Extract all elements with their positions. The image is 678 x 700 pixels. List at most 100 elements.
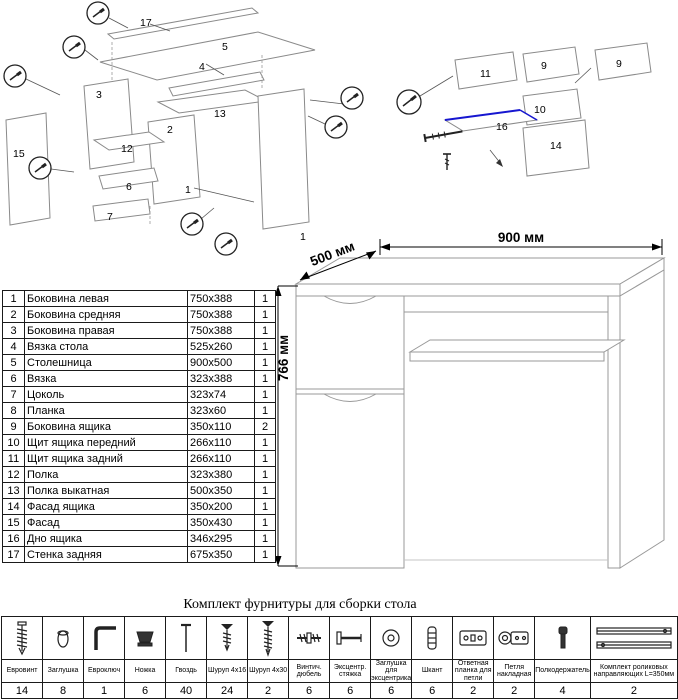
- part-label: 1: [185, 184, 191, 196]
- panel-side-right: [257, 88, 310, 230]
- part-size: 266x110: [187, 450, 255, 467]
- part-size: 323x74: [187, 386, 255, 403]
- hardware-label: Комплект роликовых направляющих L=350мм: [589, 658, 678, 684]
- hardware-icon-cell: [165, 616, 208, 660]
- part-label: 2: [167, 124, 173, 136]
- dim-height-label: 766 мм: [276, 335, 291, 381]
- part-qty: 1: [254, 386, 276, 403]
- part-name: Стенка задняя: [24, 546, 188, 563]
- part-num: 9: [2, 418, 25, 435]
- hardware-label: Гвоздь: [165, 658, 208, 684]
- part-size: 525x260: [187, 338, 255, 355]
- hardware-icon-cell: [493, 616, 536, 660]
- hardware-qty: 2: [589, 682, 678, 700]
- hardware-qty: 6: [370, 682, 413, 700]
- hardware-qty: 6: [124, 682, 167, 700]
- hardware-qty: 6: [329, 682, 372, 700]
- panel-tie: [98, 167, 159, 190]
- hardware-label: Евроключ: [83, 658, 126, 684]
- part-label: 3: [96, 89, 102, 101]
- hardware-label: Евровинт: [0, 658, 44, 684]
- hardware-qty: 40: [165, 682, 208, 700]
- hardware-qty: 1: [83, 682, 126, 700]
- part-num: 8: [2, 402, 25, 419]
- part-size: 323x380: [187, 466, 255, 483]
- part-size: 750x388: [187, 322, 255, 339]
- desk-pedestal: [295, 295, 405, 569]
- dim-width-label: 900 мм: [498, 230, 544, 245]
- part-size: 500x350: [187, 482, 255, 499]
- part-qty: 1: [254, 306, 276, 323]
- part-label: 15: [13, 148, 25, 160]
- part-num: 6: [2, 370, 25, 387]
- part-size: 900x500: [187, 354, 255, 371]
- part-size: 350x200: [187, 498, 255, 515]
- part-size: 346x295: [187, 530, 255, 547]
- panel-back-wall: [106, 7, 260, 40]
- part-qty: 1: [254, 514, 276, 531]
- part-name: Фасад: [24, 514, 188, 531]
- part-qty: 1: [254, 546, 276, 563]
- panel-desktop: [99, 31, 316, 81]
- hardware-label: Заглушка: [42, 658, 85, 684]
- hardware-icon-cell: [83, 616, 126, 660]
- part-label: 7: [107, 211, 113, 223]
- roller-guides-icon: [596, 627, 672, 649]
- part-num: 11: [2, 450, 25, 467]
- part-label: 9: [541, 60, 547, 72]
- foot-icon: [136, 631, 154, 647]
- part-qty: 1: [254, 354, 276, 371]
- panel-side-middle: [83, 78, 135, 170]
- euro-screw-icon: [16, 621, 28, 656]
- part-size: 323x60: [187, 402, 255, 419]
- part-qty: 2: [254, 418, 276, 435]
- leader-lines: [25, 17, 345, 220]
- part-qty: 1: [254, 402, 276, 419]
- part-size: 266x110: [187, 434, 255, 451]
- fastener-callouts: [3, 1, 364, 256]
- screw-long-icon: [262, 621, 275, 657]
- hinge-plate-icon: [459, 630, 487, 646]
- part-qty: 1: [254, 370, 276, 387]
- part-num: 2: [2, 306, 25, 323]
- part-label: 17: [140, 17, 152, 29]
- panel-plinth: [92, 198, 151, 222]
- part-qty: 1: [254, 450, 276, 467]
- exploded-view-drawer: 11 9 9 10 16 14: [396, 42, 652, 177]
- shelf-support-icon: [558, 626, 567, 649]
- part-size: 750x388: [187, 306, 255, 323]
- hardware-icon-cell: [589, 616, 678, 660]
- hardware-icon-cell: [288, 616, 331, 660]
- part-name: Дно ящика: [24, 530, 188, 547]
- hardware-kit-title: Комплект фурнитуры для сборки стола: [183, 597, 417, 612]
- fastener-callouts: [396, 89, 422, 115]
- part-num: 7: [2, 386, 25, 403]
- part-name: Боковина средняя: [24, 306, 188, 323]
- hardware-label: Ножка: [124, 658, 167, 684]
- hardware-icon-cell: [247, 616, 290, 660]
- desk-right-leg-front: [607, 295, 621, 569]
- panel-drawer-side: [522, 46, 580, 83]
- hardware-label: Заглушка для эксцентрика: [370, 658, 413, 684]
- part-label: 5: [222, 41, 228, 53]
- hardware-qty: 6: [411, 682, 454, 700]
- hardware-icon-cell: [0, 616, 44, 660]
- wood-dowel-icon: [427, 626, 437, 650]
- eccentric-bolt-icon: [336, 631, 362, 645]
- hardware-qty: 4: [534, 682, 591, 700]
- hardware-qty: 2: [247, 682, 290, 700]
- part-num: 15: [2, 514, 25, 531]
- drawer-handle-cut: [323, 295, 377, 304]
- desk-top-edge: [295, 283, 621, 297]
- door-handle-cut: [323, 393, 377, 402]
- hardware-label: Эксцентр. стяжка: [329, 658, 372, 684]
- part-size: 323x388: [187, 370, 255, 387]
- part-label: 1: [300, 231, 306, 243]
- part-num: 4: [2, 338, 25, 355]
- part-label: 12: [121, 143, 133, 155]
